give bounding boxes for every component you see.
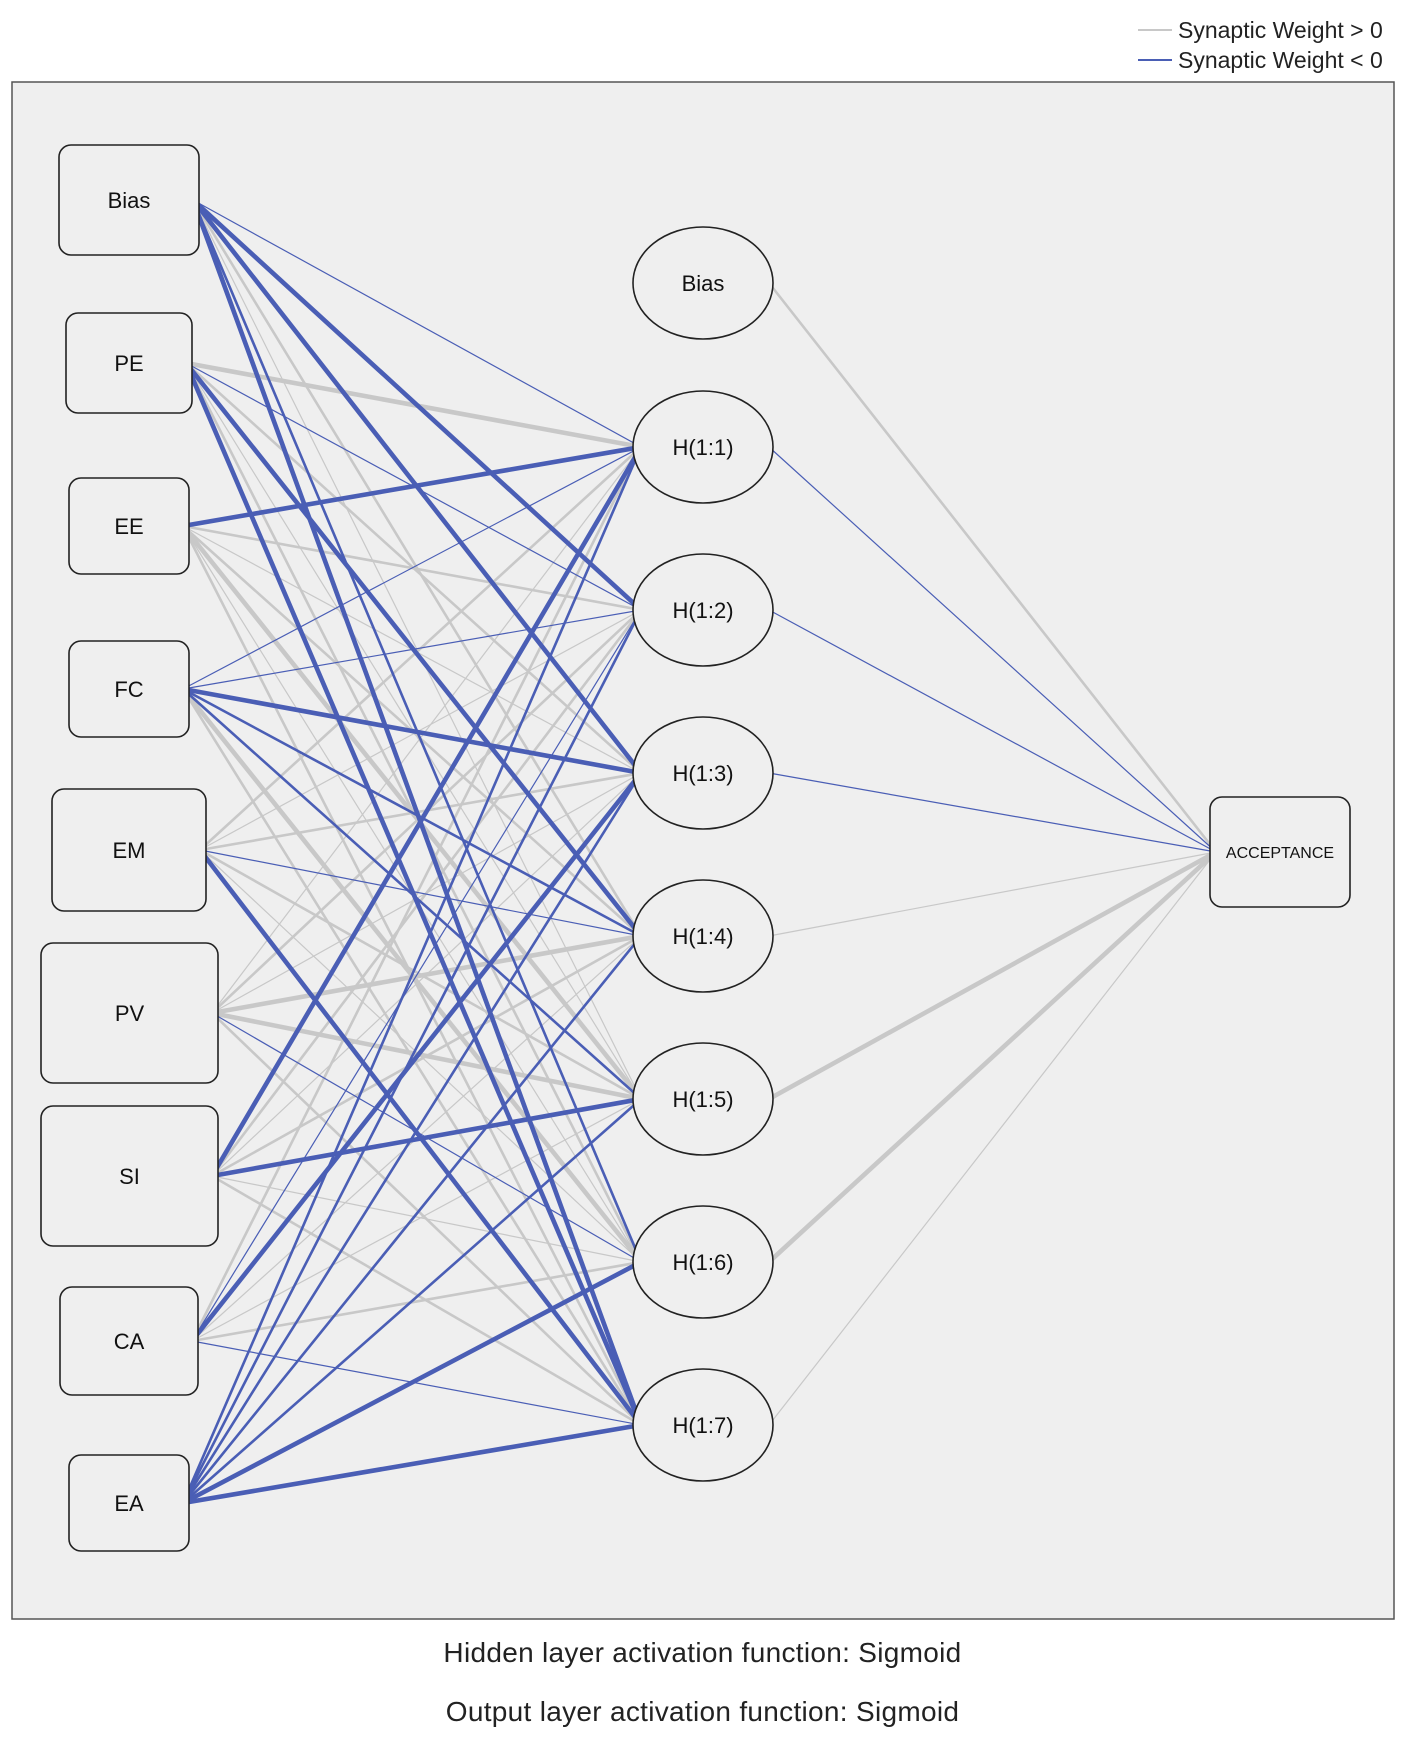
hidden-node-label: H(1:1): [672, 435, 733, 460]
connection-in-em-h2: [199, 609, 642, 851]
connection-in-ca-h7: [191, 1340, 642, 1426]
input-node-label: EM: [113, 838, 146, 863]
connection-h1-out-acceptance: [768, 446, 1217, 853]
connection-in-ea-h7: [180, 1422, 644, 1506]
output-activation-caption: Output layer activation function: Sigmoi…: [445, 1696, 960, 1727]
input-node-box: [40, 1105, 219, 1247]
connection-in-ea-h2: [181, 608, 643, 1505]
input-node-box: [65, 312, 193, 414]
hidden-node-h3: H(1:3): [632, 716, 774, 830]
hidden-node-ellipse: [632, 1205, 774, 1319]
connection-in-ea-h3: [181, 771, 643, 1505]
input-node-label: PV: [115, 1001, 145, 1026]
input-node-box: [40, 942, 219, 1084]
hidden-node-h7: H(1:7): [632, 1368, 774, 1482]
input-node-box: [68, 477, 190, 575]
connection-h2-out-acceptance: [768, 609, 1217, 853]
connection-in-em-h4: [199, 849, 642, 937]
input-node-ee: EE: [68, 477, 190, 575]
hidden-node-ellipse: [632, 1042, 774, 1156]
connection-in-ea-h1: [181, 445, 643, 1505]
input-node-fc: FC: [68, 640, 190, 738]
input-node-em: EM: [51, 788, 207, 912]
hidden-node-label: H(1:4): [672, 924, 733, 949]
connection-in-bias-h2: [190, 197, 644, 613]
connection-in-pv-h1: [211, 446, 642, 1014]
input-node-box: [58, 144, 200, 256]
legend: Synaptic Weight > 0 Synaptic Weight < 0: [1138, 17, 1383, 73]
hidden-node-ellipse: [632, 716, 774, 830]
hidden-node-h2: H(1:2): [632, 553, 774, 667]
input-node-bias: Bias: [58, 144, 200, 256]
connection-in-ca-h1: [190, 445, 643, 1343]
hidden-node-ellipse: [632, 226, 774, 340]
connection-in-si-h6: [211, 1175, 642, 1263]
connection-in-fc-h1: [182, 446, 642, 690]
connection-h4-out-acceptance: [768, 851, 1217, 937]
input-node-label: EA: [114, 1491, 144, 1516]
connection-in-si-h2: [210, 608, 643, 1178]
hidden-node-ellipse: [632, 553, 774, 667]
hidden-node-h4: H(1:4): [632, 879, 774, 993]
hidden-node-h5: H(1:5): [632, 1042, 774, 1156]
connection-lines: [180, 197, 1219, 1506]
hidden-node-h6: H(1:6): [632, 1205, 774, 1319]
hidden-node-h-bias: Bias: [632, 226, 774, 340]
hidden-activation-caption: Hidden layer activation function: Sigmoi…: [443, 1637, 962, 1668]
legend-negative-label: Synaptic Weight < 0: [1178, 47, 1383, 73]
connection-in-bias-h7: [190, 197, 644, 1428]
connection-in-ca-h2: [191, 609, 642, 1342]
hidden-node-label: Bias: [682, 271, 725, 296]
input-node-label: CA: [114, 1329, 145, 1354]
input-node-label: SI: [119, 1164, 140, 1189]
connection-h-bias-out-acceptance: [767, 281, 1218, 854]
output-node-box: [1209, 796, 1351, 908]
hidden-node-ellipse: [632, 879, 774, 993]
hidden-node-label: H(1:6): [672, 1250, 733, 1275]
connection-h5-out-acceptance: [766, 849, 1219, 1102]
connection-in-si-h3: [211, 772, 642, 1177]
input-node-si: SI: [40, 1105, 219, 1247]
connection-in-pe-h1: [183, 360, 644, 450]
hidden-node-ellipse: [632, 1368, 774, 1482]
hidden-node-label: H(1:2): [672, 598, 733, 623]
input-node-ca: CA: [59, 1286, 199, 1396]
hidden-node-label: H(1:3): [672, 761, 733, 786]
hidden-node-label: H(1:7): [672, 1413, 733, 1438]
input-node-pv: PV: [40, 942, 219, 1084]
input-node-label: Bias: [108, 188, 151, 213]
output-node-acceptance: ACCEPTANCE: [1209, 796, 1351, 908]
connection-h7-out-acceptance: [768, 851, 1217, 1426]
connection-h3-out-acceptance: [768, 772, 1217, 853]
connection-in-ee-h1: [180, 444, 644, 529]
output-node-label: ACCEPTANCE: [1226, 845, 1334, 862]
input-node-box: [68, 1454, 190, 1552]
legend-positive-label: Synaptic Weight > 0: [1178, 17, 1383, 43]
input-node-box: [51, 788, 207, 912]
connection-in-ea-h4: [181, 934, 643, 1505]
connection-in-ca-h5: [191, 1098, 642, 1342]
connection-in-em-h3: [198, 771, 643, 852]
input-node-label: PE: [114, 351, 143, 376]
connection-in-ea-h6: [180, 1259, 644, 1506]
input-node-label: EE: [114, 514, 143, 539]
input-node-label: FC: [114, 677, 143, 702]
input-node-box: [59, 1286, 199, 1396]
hidden-node-h1: H(1:1): [632, 390, 774, 504]
hidden-node-label: H(1:5): [672, 1087, 733, 1112]
connection-in-si-h1: [209, 444, 644, 1179]
hidden-node-ellipse: [632, 390, 774, 504]
input-node-ea: EA: [68, 1454, 190, 1552]
input-node-box: [68, 640, 190, 738]
connection-in-ca-h3: [189, 770, 644, 1344]
connection-in-si-h5: [209, 1096, 644, 1179]
connection-in-ea-h5: [181, 1097, 643, 1505]
input-node-pe: PE: [65, 312, 193, 414]
connection-h6-out-acceptance: [766, 849, 1219, 1265]
connection-in-ca-h6: [190, 1260, 643, 1343]
connection-in-bias-h1: [192, 199, 642, 448]
connection-in-si-h4: [210, 934, 643, 1178]
